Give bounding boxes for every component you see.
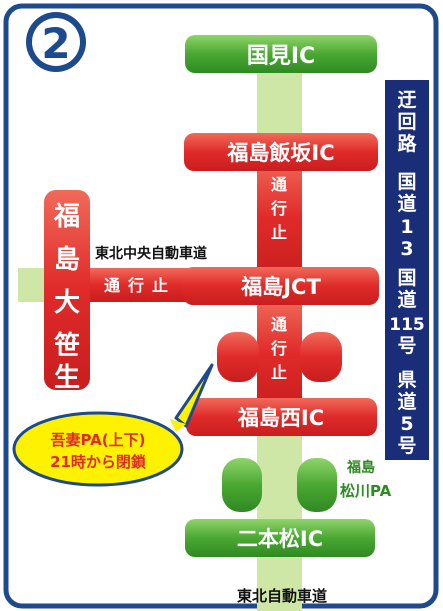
azuma-pa-right <box>300 332 342 382</box>
vertical-glyph: 止 <box>271 363 287 382</box>
vertical-glyph: 島 <box>54 245 80 275</box>
nishi-ic-box <box>186 398 377 436</box>
vertical-glyph: 号 <box>397 335 416 357</box>
vertical-glyph: 県 <box>397 369 416 391</box>
vertical-glyph: 行 <box>270 339 287 358</box>
matsukawa-pa-label-line1: 福島 <box>346 459 375 476</box>
nihonmatsu-ic-label: 二本松IC <box>237 527 323 551</box>
vertical-glyph: 生 <box>54 363 80 393</box>
detour-text: 迂 回 路 国 道 1 3 国 道 115 号 県 道 5 号 <box>389 89 425 457</box>
vertical-glyph: 回 <box>397 111 416 133</box>
osasou-box <box>44 190 90 390</box>
kunimi-ic-label: 国見IC <box>247 44 315 69</box>
vertical-glyph: 止 <box>271 223 287 242</box>
vertical-glyph: 道 <box>397 192 416 215</box>
azuma-pa-left <box>217 332 259 382</box>
tohoku-chuo-road-label: 東北中央自動車道 <box>95 245 207 262</box>
nishi-ic-label: 福島西IC <box>237 406 324 430</box>
closed-label-upper: 通行止 <box>270 175 287 242</box>
closed-segment-jct-nishi <box>257 298 302 410</box>
tohoku-road-label: 東北自動車道 <box>237 587 327 605</box>
jct-label: 福島JCT <box>240 275 321 299</box>
callout-line1: 吾妻PA(上下) <box>51 431 146 449</box>
iizaka-ic-box <box>184 133 378 171</box>
matsukawa-pa-left <box>222 458 262 512</box>
vertical-glyph: 笹 <box>54 331 80 361</box>
kunimi-ic-box <box>185 35 377 73</box>
matsukawa-pa-label-line2: 松川PA <box>340 482 392 500</box>
vertical-glyph: 行 <box>270 199 287 218</box>
vertical-glyph: 通 <box>271 315 287 334</box>
closed-label-chuo: 通行止 <box>104 276 176 295</box>
vertical-glyph: 道 <box>397 390 416 413</box>
vertical-glyph: 迂 <box>397 89 416 111</box>
vertical-glyph: 115 <box>389 315 425 335</box>
vertical-glyph: 3 <box>400 238 413 260</box>
vertical-glyph: 通 <box>271 175 287 194</box>
vertical-glyph: 大 <box>54 288 80 318</box>
vertical-glyph: 5 <box>400 413 413 435</box>
vertical-glyph: 福 <box>53 202 80 232</box>
osasou-label: 福島大 笹生 <box>53 202 80 393</box>
number-badge-text: 2 <box>41 19 70 68</box>
number-badge: 2 <box>26 12 86 72</box>
vertical-glyph: 国 <box>397 267 416 289</box>
detour-panel <box>385 80 429 460</box>
closed-label-lower: 通行止 <box>270 315 287 382</box>
jct-box <box>183 267 379 305</box>
iizaka-ic-label: 福島飯坂IC <box>226 141 334 165</box>
vertical-glyph: 1 <box>400 216 413 238</box>
closed-segment-chuo <box>90 268 190 302</box>
nihonmatsu-ic-box <box>185 519 375 557</box>
callout-bubble <box>12 363 214 487</box>
closed-segment-iizaka-jct <box>257 156 302 280</box>
vertical-glyph: 路 <box>397 132 417 155</box>
vertical-glyph: 道 <box>397 288 416 311</box>
matsukawa-pa-right <box>297 458 337 512</box>
vertical-glyph: 国 <box>397 171 416 193</box>
callout-line2: 21時から閉鎖 <box>50 453 147 471</box>
vertical-glyph: 号 <box>397 435 416 457</box>
